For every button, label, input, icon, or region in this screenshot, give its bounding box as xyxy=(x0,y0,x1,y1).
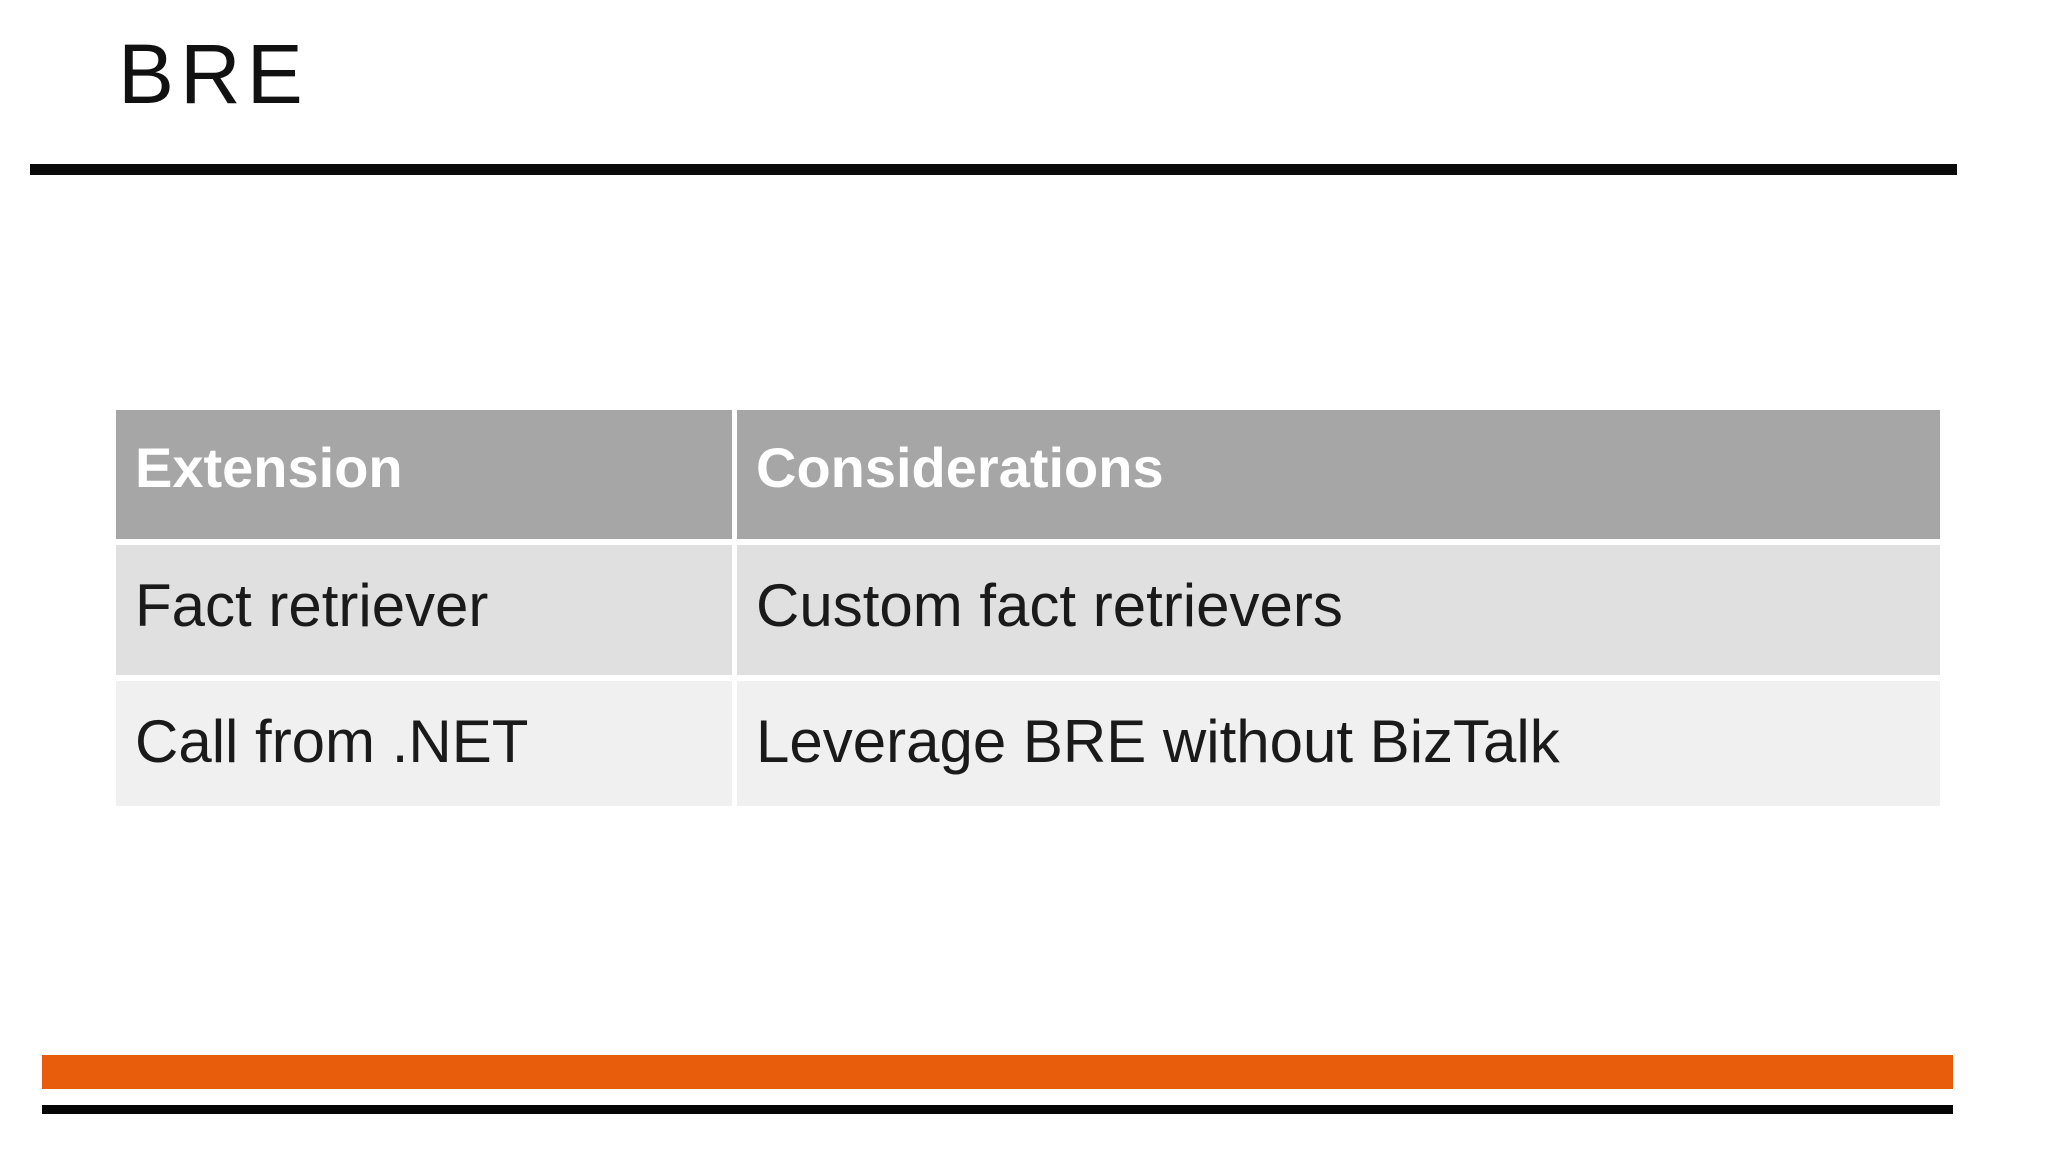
bottom-accent-bar-orange xyxy=(42,1055,1953,1089)
table-cell-consideration-fact-retriever: Custom fact retrievers xyxy=(737,545,1940,675)
page-title: BRE xyxy=(118,27,309,121)
table-header-extension: Extension xyxy=(116,410,732,539)
table-cell-extension-call-from-net: Call from .NET xyxy=(116,681,732,806)
extensions-table: Extension Considerations Fact retriever … xyxy=(116,410,1940,806)
bottom-footer-rule xyxy=(42,1105,1953,1114)
table-cell-extension-fact-retriever: Fact retriever xyxy=(116,545,732,675)
table-header-considerations: Considerations xyxy=(737,410,1940,539)
table-cell-consideration-call-from-net: Leverage BRE without BizTalk xyxy=(737,681,1940,806)
title-underline-rule xyxy=(30,164,1957,175)
